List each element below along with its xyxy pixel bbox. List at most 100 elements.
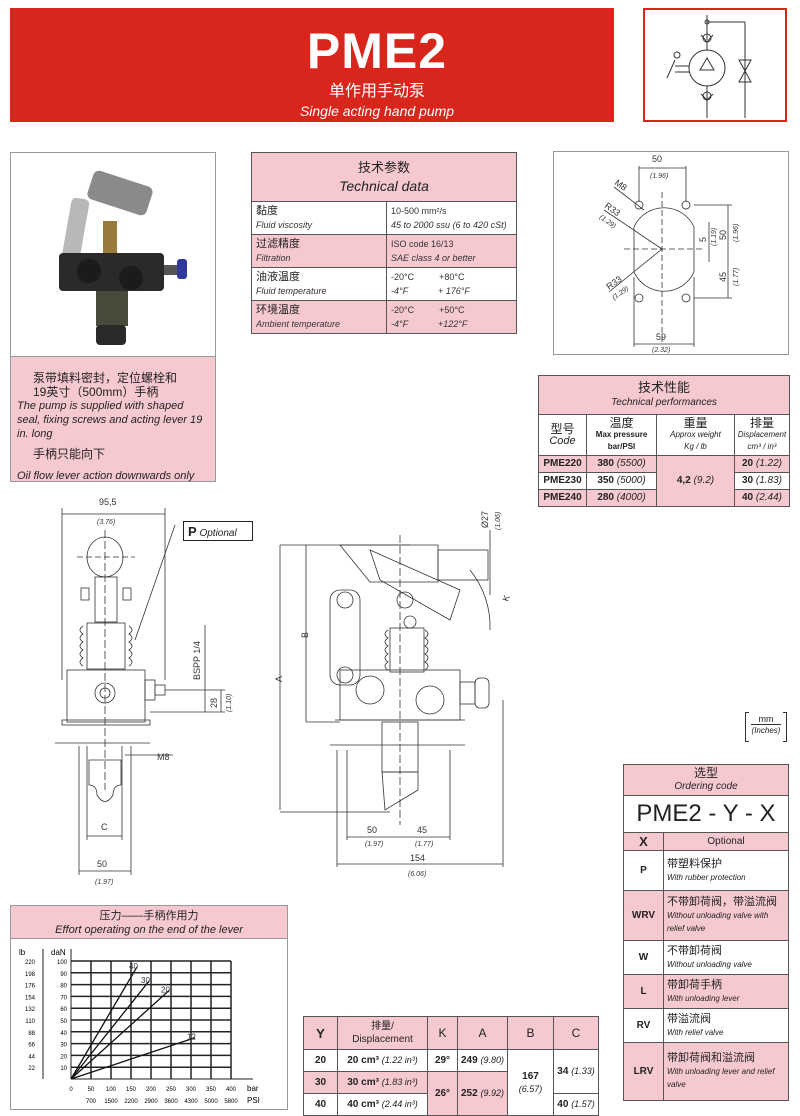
dim-45-in: (1.77) bbox=[733, 268, 740, 286]
y-tick-label-lb: 198 bbox=[25, 972, 36, 978]
product-photo bbox=[10, 152, 216, 357]
option-row: W 不带卸荷阀 Without unloading valve bbox=[623, 940, 789, 975]
disp-in: (2.44 in³) bbox=[381, 1099, 418, 1109]
dim-50: 50 bbox=[367, 825, 377, 835]
title-en: Technical data bbox=[339, 178, 429, 194]
col-displacement: 排量/ Displacement bbox=[337, 1016, 428, 1050]
effort-chart: 压力——手柄作用力 Effort operating on the end of… bbox=[10, 905, 288, 1110]
col-c: C bbox=[553, 1016, 599, 1050]
y-label: daN bbox=[51, 948, 66, 957]
col-unit: bar/PSI bbox=[607, 442, 636, 451]
title-banner: PME2 单作用手动泵 Single acting hand pump bbox=[10, 8, 614, 122]
x-tick-label-psi: 5000 bbox=[204, 1099, 218, 1105]
option-code: L bbox=[623, 974, 664, 1009]
displacement-in: (1.83) bbox=[755, 475, 783, 486]
x-tick-label: 350 bbox=[206, 1087, 217, 1093]
x-tick-label: 200 bbox=[146, 1087, 157, 1093]
option-code: RV bbox=[623, 1008, 664, 1043]
row-value: -4°F + 176°F bbox=[391, 286, 470, 296]
x-tick-label: 400 bbox=[226, 1087, 237, 1093]
option-code: WRV bbox=[623, 890, 664, 941]
ordering-code-table: 选型 Ordering code PME2 - Y - X X Optional… bbox=[623, 764, 789, 1101]
units-legend: mm (Inches) bbox=[745, 712, 787, 742]
option-en: With unloading lever bbox=[667, 993, 740, 1003]
col-cn: 型号 bbox=[550, 422, 575, 436]
displacement-in: (1.22) bbox=[755, 458, 783, 469]
dim-top: 50 bbox=[652, 154, 662, 164]
c1-value-in: (1.33) bbox=[571, 1066, 595, 1076]
optional-p-tag: P Optional bbox=[183, 521, 253, 541]
col-k: K bbox=[427, 1016, 458, 1050]
thread-label: M8 bbox=[613, 177, 629, 192]
option-code: W bbox=[623, 940, 664, 975]
displacement: 40 bbox=[741, 492, 754, 503]
option-en: With rubber protection bbox=[667, 872, 746, 882]
b-value-in: (6.57) bbox=[518, 1083, 543, 1094]
title-en: Ordering code bbox=[674, 781, 738, 792]
row-label-cn: 油液温度 bbox=[256, 271, 300, 283]
y-tick-label-lb: 88 bbox=[28, 1031, 35, 1037]
option-cn: 不带卸荷阀，带溢流阀 bbox=[667, 896, 777, 908]
y-tick-label-lb: 176 bbox=[25, 984, 36, 990]
front-view-drawing: 95,5 (3.76) BSPP 1/4 28 (1.10) M8 C 50 (… bbox=[25, 490, 260, 890]
y-label-lb: lb bbox=[19, 948, 26, 957]
y-tick-label-lb: 220 bbox=[25, 960, 36, 966]
row-label-en: Ambient temperature bbox=[256, 319, 341, 329]
thread-m8: M8 bbox=[157, 752, 170, 762]
title-cn: 技术性能 bbox=[637, 380, 690, 395]
a-value-in: (9.80) bbox=[480, 1055, 504, 1065]
dim-k: K bbox=[500, 594, 511, 603]
unit-inches: (Inches) bbox=[751, 726, 781, 735]
dim-5-in: (1.19) bbox=[711, 228, 718, 246]
model-code: PME230 bbox=[538, 472, 587, 490]
option-cn: 不带卸荷阀 bbox=[667, 944, 722, 957]
col-a: A bbox=[457, 1016, 508, 1050]
mounting-diagram: 50 (1.96) M8 R33 (1.29) R33 (1.29) 5 (1.… bbox=[553, 151, 789, 355]
dim-bottom-in: (2.32) bbox=[652, 347, 670, 354]
y-tick-label: 30 bbox=[60, 1043, 67, 1049]
weight: 4,2 bbox=[676, 475, 691, 486]
chart-title: 压力——手柄作用力 bbox=[99, 910, 199, 922]
optional-letter: P bbox=[188, 524, 197, 539]
a-merged-in: (9.92) bbox=[480, 1088, 504, 1098]
dim-45-in: (1.77) bbox=[415, 841, 433, 848]
table-row: PME220 380 (5500) 4,2 (9.2) 20 (1.22) bbox=[538, 455, 790, 507]
note-lever-cn: 手柄只能向下 bbox=[33, 447, 106, 461]
col-cn: 温度 bbox=[609, 416, 634, 430]
row-value: SAE class 4 or better bbox=[391, 253, 476, 263]
displacement: 30 bbox=[741, 475, 754, 486]
series-label-20: 20 bbox=[161, 986, 170, 995]
port-label: BSPP 1/4 bbox=[192, 641, 202, 680]
x-tick-label: 100 bbox=[106, 1087, 117, 1093]
dim-width-in: (3.76) bbox=[97, 519, 115, 526]
dim-c: C bbox=[101, 822, 108, 832]
series-line-40 bbox=[70, 966, 138, 1080]
dim-dia: Ø27 bbox=[480, 511, 490, 528]
col-cn: 重量 bbox=[683, 416, 708, 430]
subtitle-en: Single acting hand pump bbox=[299, 103, 455, 119]
y-tick-label: 50 bbox=[60, 1019, 67, 1025]
row-label-en: Filtration bbox=[256, 253, 291, 263]
x-tick-label: 0 bbox=[69, 1087, 73, 1093]
y-tick-label-lb: 154 bbox=[25, 995, 36, 1001]
row-label-en: Fluid temperature bbox=[256, 286, 327, 296]
dim-bottom: 59 bbox=[656, 332, 666, 342]
disp: 30 cm³ bbox=[347, 1077, 379, 1088]
y-value: 30 bbox=[303, 1071, 338, 1094]
series-label-12: 12 bbox=[187, 1033, 196, 1042]
dim-50-in: (1.97) bbox=[365, 841, 383, 848]
dim-5: 5 bbox=[698, 237, 708, 242]
option-en: Without unloading valve bbox=[667, 959, 752, 969]
y-tick-label-lb: 110 bbox=[25, 1019, 35, 1025]
dim-28: 28 bbox=[209, 698, 219, 708]
hand-pump-image bbox=[59, 170, 187, 345]
pressure-psi: (4000) bbox=[616, 492, 646, 503]
note-supply-en: The pump is supplied with shaped seal, f… bbox=[17, 400, 203, 440]
model-code: PME220 bbox=[538, 455, 587, 473]
